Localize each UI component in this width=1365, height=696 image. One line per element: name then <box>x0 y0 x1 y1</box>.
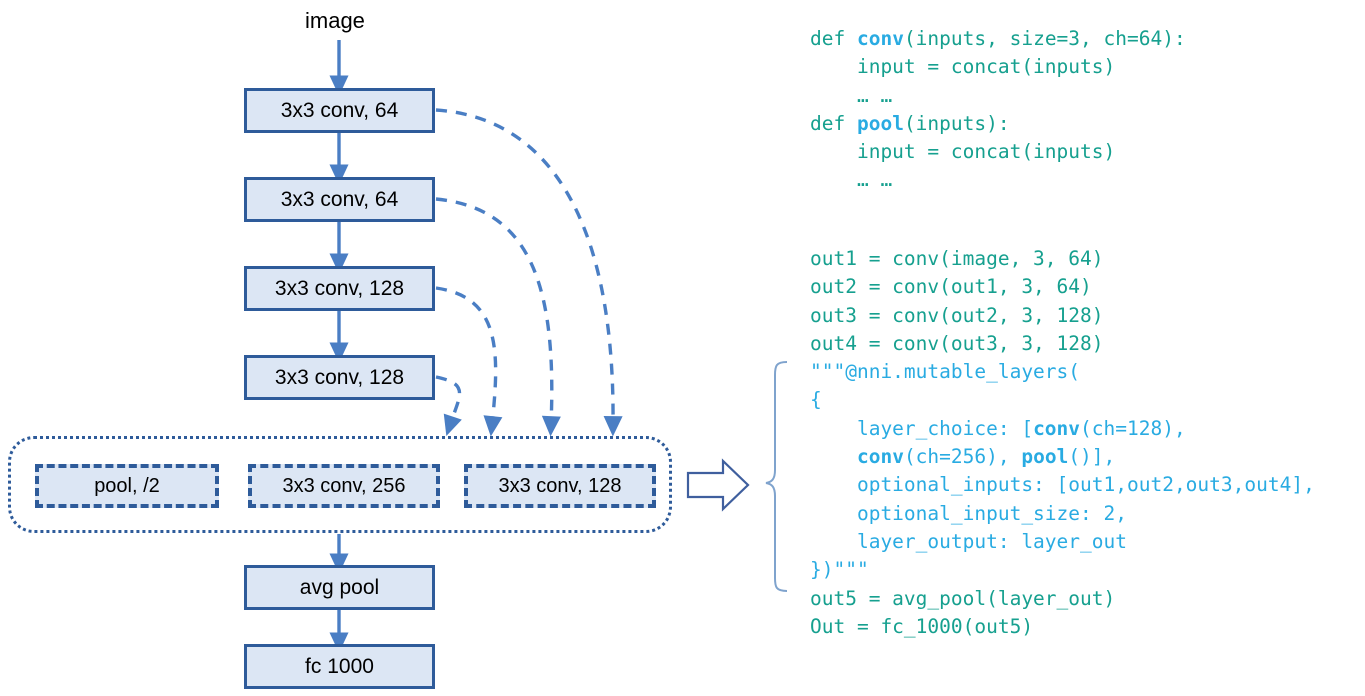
code-model-line-0: out1 = conv(image, 3, 64) <box>810 247 1104 270</box>
code-brace <box>765 361 788 592</box>
node-conv3[interactable]: 3x3 conv, 128 <box>244 266 435 311</box>
node-conv1-label: 3x3 conv, 64 <box>280 98 399 122</box>
code-model-line-12: out5 = avg_pool(layer_out) <box>810 586 1116 610</box>
node-conv2-label: 3x3 conv, 64 <box>280 187 399 211</box>
node-conv4-label: 3x3 conv, 128 <box>274 365 405 389</box>
layer-choice-group <box>8 436 672 533</box>
code-def-line-1: input = concat(inputs) <box>810 55 1116 79</box>
code-def-line-5: … … <box>810 168 893 192</box>
code-model-line-2: out3 = conv(out2, 3, 128) <box>810 303 1104 327</box>
code-def-line-2: … … <box>810 83 893 107</box>
node-conv3-label: 3x3 conv, 128 <box>274 276 405 300</box>
choice-option-conv256[interactable]: 3x3 conv, 256 <box>248 464 440 508</box>
code-def-line-4: input = concat(inputs) <box>810 140 1116 164</box>
node-fc-1000-label: fc 1000 <box>305 654 374 678</box>
node-conv4[interactable]: 3x3 conv, 128 <box>244 355 435 400</box>
code-model-line-4: """@nni.mutable_layers( <box>810 360 1081 384</box>
code-model-line-13: Out = fc_1000(out5) <box>810 614 1034 638</box>
skip-from-conv1 <box>435 108 623 437</box>
choice-option-conv128-label: 3x3 conv, 128 <box>498 474 622 497</box>
code-def-line-0: def conv(inputs, size=3, ch=64): <box>810 27 1186 50</box>
code-model-line-9: optional_input_size: 2, <box>810 501 1127 525</box>
code-block-definitions: def conv(inputs, size=3, ch=64): input =… <box>810 25 1186 195</box>
input-label: image <box>305 8 365 33</box>
skip-from-conv2 <box>435 197 561 437</box>
choice-option-conv256-label: 3x3 conv, 256 <box>282 474 406 497</box>
code-model-line-7: conv(ch=256), pool()], <box>856 445 1116 469</box>
code-block-model: out1 = conv(image, 3, 64) out2 = conv(out… <box>810 245 1315 641</box>
node-avg-pool-label: avg pool <box>299 575 380 599</box>
node-conv2[interactable]: 3x3 conv, 64 <box>244 177 435 222</box>
node-conv1[interactable]: 3x3 conv, 64 <box>244 88 435 133</box>
code-model-line-5: { <box>810 388 822 412</box>
choice-option-pool-label: pool, /2 <box>94 474 160 497</box>
code-model-line-8: optional_inputs: [out1,out2,out3,out4], <box>810 473 1315 497</box>
code-model-line-6: layer_choice: [conv(ch=128), <box>810 416 1186 440</box>
node-fc-1000[interactable]: fc 1000 <box>244 644 435 689</box>
skip-from-conv3 <box>435 286 503 437</box>
hollow-arrow-icon <box>686 458 750 512</box>
choice-option-conv128[interactable]: 3x3 conv, 128 <box>464 464 656 508</box>
code-model-line-1: out2 = conv(out1, 3, 64) <box>810 275 1092 299</box>
code-def-line-3: def pool(inputs): <box>810 111 1010 135</box>
skip-from-conv4 <box>435 375 462 436</box>
node-avg-pool[interactable]: avg pool <box>244 565 435 610</box>
code-model-line-11: })""" <box>810 558 869 582</box>
code-model-line-3: out4 = conv(out3, 3, 128) <box>810 331 1104 355</box>
code-model-line-10: layer_output: layer_out <box>810 529 1127 553</box>
choice-option-pool[interactable]: pool, /2 <box>35 464 219 508</box>
skip-connections <box>435 108 623 437</box>
